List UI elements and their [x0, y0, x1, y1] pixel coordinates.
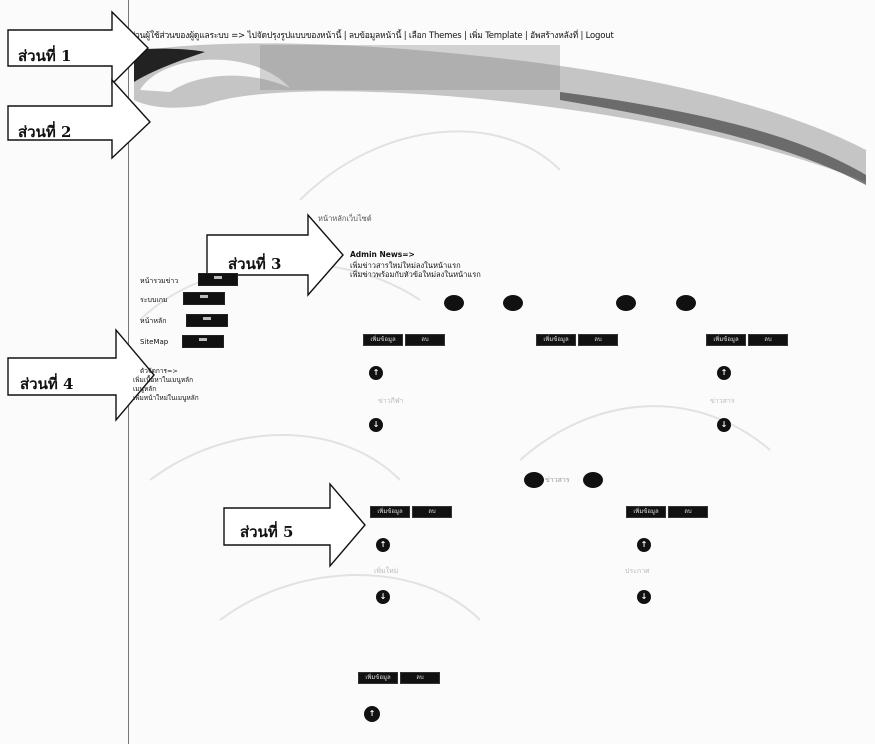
center-move-right-button[interactable] — [583, 472, 603, 488]
admin-news-add-link[interactable]: เพิ่มข่าวสารใหม่ใหม่ลงในหน้าแรก — [350, 261, 461, 270]
block-6-add-button[interactable]: เพิ่มข้อมูล — [358, 672, 398, 684]
sidebar-item-sitemap-button[interactable] — [182, 335, 224, 348]
block-1-add-button[interactable]: เพิ่มข้อมูล — [363, 334, 403, 346]
block-5-add-button[interactable]: เพิ่มข้อมูล — [626, 506, 666, 518]
block-1-up-icon[interactable]: ↑ — [369, 366, 383, 380]
block-6-up-icon[interactable]: ↑ — [364, 706, 380, 722]
sidebar-admin-add-content[interactable]: เพิ่มเนื้อหาในเมนูหลัก — [133, 376, 194, 384]
block-4-add-button[interactable]: เพิ่มข้อมูล — [370, 506, 410, 518]
sidebar-admin-menu[interactable]: เมนูหลัก — [133, 385, 157, 393]
block-1-delete-button[interactable]: ลบ — [405, 334, 445, 346]
page-label: หน้าหลักเว็บไซต์ — [318, 214, 372, 223]
sidebar-item-home-button[interactable] — [186, 314, 228, 327]
center-label: ข่าวสาร — [545, 476, 570, 484]
block-5-up-icon[interactable]: ↑ — [637, 538, 651, 552]
callout-1-arrow — [7, 10, 149, 86]
block-6-delete-button[interactable]: ลบ — [400, 672, 440, 684]
block-3-up-icon[interactable]: ↑ — [717, 366, 731, 380]
block-1-title: ข่าวกีฬา — [378, 397, 404, 405]
sidebar-admin-title: ตัวจัดการ=> — [140, 367, 178, 375]
admin-news-title: Admin News=> — [350, 250, 415, 259]
move-right-button[interactable] — [503, 295, 523, 311]
block-4-up-icon[interactable]: ↑ — [376, 538, 390, 552]
admin-top-bar[interactable]: ส่วนผู้ใช้ส่วนของผู้ดูแลระบบ => ไปจัดปรุ… — [130, 31, 614, 41]
sidebar-item-news-button[interactable] — [198, 273, 238, 286]
sidebar-item-game[interactable]: ระบบเกม — [140, 296, 168, 304]
block-4-down-icon[interactable]: ↓ — [376, 590, 390, 604]
block-2-delete-button[interactable]: ลบ — [578, 334, 618, 346]
admin-news-add-headline-link[interactable]: เพิ่มข่าวพร้อมกับหัวข้อใหม่ลงในหน้าแรก — [350, 270, 481, 279]
move-right-button-2[interactable] — [676, 295, 696, 311]
block-5-title: ประกาศ — [625, 567, 650, 575]
block-3-add-button[interactable]: เพิ่มข้อมูล — [706, 334, 746, 346]
block-1-down-icon[interactable]: ↓ — [369, 418, 383, 432]
sidebar-item-news[interactable]: หน้ารวมข่าว — [140, 277, 179, 285]
block-5-delete-button[interactable]: ลบ — [668, 506, 708, 518]
sidebar-admin-add-page[interactable]: เพิ่มหน้าใหม่ในเมนูหลัก — [133, 394, 199, 402]
move-left-button-2[interactable] — [616, 295, 636, 311]
move-left-button[interactable] — [444, 295, 464, 311]
block-4-delete-button[interactable]: ลบ — [412, 506, 452, 518]
block-3-down-icon[interactable]: ↓ — [717, 418, 731, 432]
callout-4-arrow — [7, 328, 155, 422]
block-2-add-button[interactable]: เพิ่มข้อมูล — [536, 334, 576, 346]
sidebar-item-home[interactable]: หน้าหลัก — [140, 317, 167, 325]
block-4-title: เพิ่มใหม่ — [374, 567, 399, 575]
callout-5-arrow — [223, 482, 366, 568]
callout-2-arrow — [7, 78, 151, 160]
block-3-delete-button[interactable]: ลบ — [748, 334, 788, 346]
block-3-title: ข่าวสาร — [710, 397, 735, 405]
sidebar-item-game-button[interactable] — [183, 292, 225, 305]
sidebar-item-sitemap[interactable]: SiteMap — [140, 338, 169, 346]
block-5-down-icon[interactable]: ↓ — [637, 590, 651, 604]
center-move-left-button[interactable] — [524, 472, 544, 488]
